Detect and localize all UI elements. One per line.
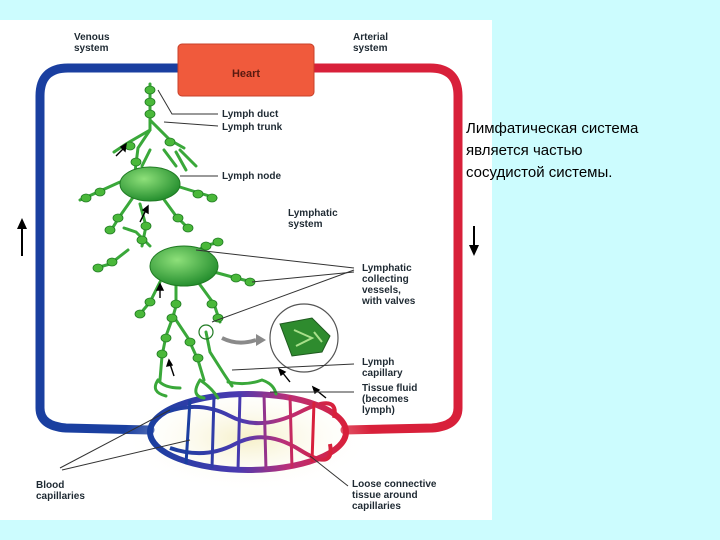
label-loose-tissue-1: Loose connective	[352, 479, 437, 490]
label-blood-capillaries-2: capillaries	[36, 491, 85, 502]
label-arterial-2: system	[353, 43, 388, 54]
lymph-beads	[80, 85, 256, 363]
side-caption: Лимфатическая система является частью со…	[466, 118, 716, 184]
down-arrow-icon	[469, 226, 479, 256]
venous-vessel	[35, 63, 183, 435]
label-lymph-duct: Lymph duct	[222, 109, 279, 120]
label-lymph-capillary-2: capillary	[362, 368, 403, 379]
heart-label: Heart	[232, 68, 260, 80]
label-collecting-4: with valves	[361, 296, 416, 307]
label-tissue-fluid-2: (becomes	[362, 394, 409, 405]
label-blood-capillaries-1: Blood	[36, 480, 64, 491]
label-arterial-1: Arterial	[353, 32, 388, 43]
up-arrow-icon	[17, 218, 27, 256]
label-lymphatic-system-2: system	[288, 219, 323, 230]
label-collecting-1: Lymphatic	[362, 263, 412, 274]
heart-box: Heart	[177, 43, 315, 97]
magnify-arrowhead	[256, 334, 266, 346]
valve-highlight	[198, 324, 214, 340]
label-venous-1: Venous	[74, 32, 110, 43]
label-lymph-capillary-1: Lymph	[362, 357, 394, 368]
label-loose-tissue-2: tissue around	[352, 490, 418, 501]
label-collecting-3: vessels,	[362, 285, 401, 296]
lymphatic-system-figure: Heart	[0, 20, 492, 520]
leader-lines	[59, 89, 355, 487]
label-venous-2: system	[74, 43, 109, 54]
label-tissue-fluid-1: Tissue fluid	[362, 383, 417, 394]
blood-capillary-bed	[147, 391, 349, 473]
arterial-vessel	[309, 63, 463, 435]
label-lymphatic-system-1: Lymphatic	[288, 208, 338, 219]
label-lymph-trunk: Lymph trunk	[222, 122, 283, 133]
magnify-arrow	[221, 336, 257, 345]
side-caption-line-1: Лимфатическая система	[466, 120, 639, 137]
lymph-node-lower	[149, 245, 219, 287]
valve-closeup	[269, 303, 339, 373]
label-tissue-fluid-3: lymph)	[362, 405, 395, 416]
lymph-node-upper	[119, 166, 181, 202]
side-caption-line-2: является частью	[466, 142, 583, 159]
label-loose-tissue-3: capillaries	[352, 501, 401, 512]
label-collecting-2: collecting	[362, 274, 409, 285]
side-caption-line-3: сосудистой системы.	[466, 164, 613, 181]
label-lymph-node: Lymph node	[222, 171, 282, 182]
